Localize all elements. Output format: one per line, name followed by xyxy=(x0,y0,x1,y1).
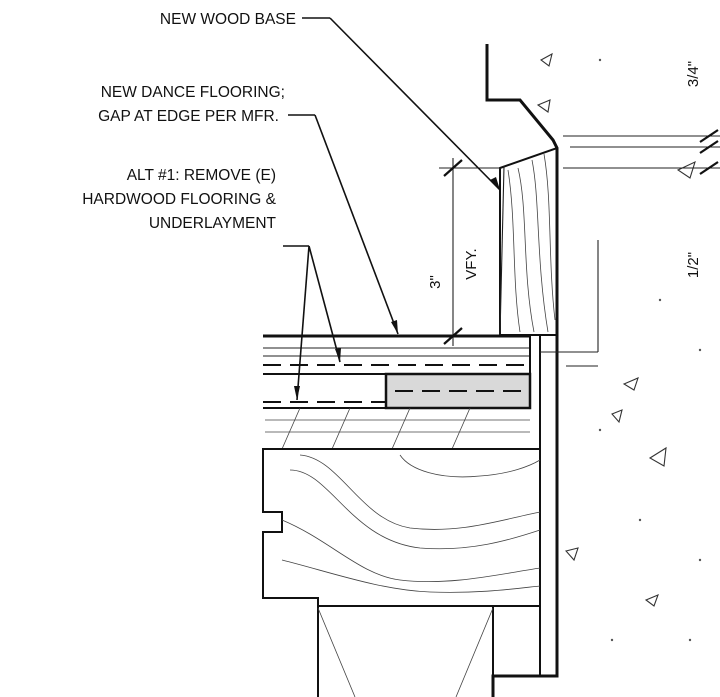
dimension-labels: 3" VFY. 3/4" 1/2" xyxy=(427,61,702,289)
note-leaders xyxy=(283,17,501,401)
note-alt1-line1: ALT #1: REMOVE (E) xyxy=(127,167,276,184)
annotation-notes: NEW WOOD BASE NEW DANCE FLOORING; GAP AT… xyxy=(82,11,296,232)
note-dance-flooring-line1: NEW DANCE FLOORING; xyxy=(101,84,285,101)
dim-vfy: VFY. xyxy=(463,248,480,279)
note-alt1-line3: UNDERLAYMENT xyxy=(149,215,277,232)
support-post xyxy=(317,606,494,697)
dim-3-inch: 3" xyxy=(427,275,444,289)
note-new-wood-base: NEW WOOD BASE xyxy=(160,11,296,28)
note-dance-flooring-line2: GAP AT EDGE PER MFR. xyxy=(98,108,279,125)
note-alt1-line2: HARDWOOD FLOORING & xyxy=(82,191,276,208)
dim-half-inch: 1/2" xyxy=(685,252,702,278)
wood-base xyxy=(499,146,558,336)
base-height-dimension xyxy=(439,158,500,346)
dim-three-quarter-inch: 3/4" xyxy=(685,61,702,87)
concrete-aggregate xyxy=(536,52,702,642)
right-dimension-lines xyxy=(563,129,720,175)
floor-joist xyxy=(262,448,541,607)
concrete-wall-outline xyxy=(485,44,559,697)
